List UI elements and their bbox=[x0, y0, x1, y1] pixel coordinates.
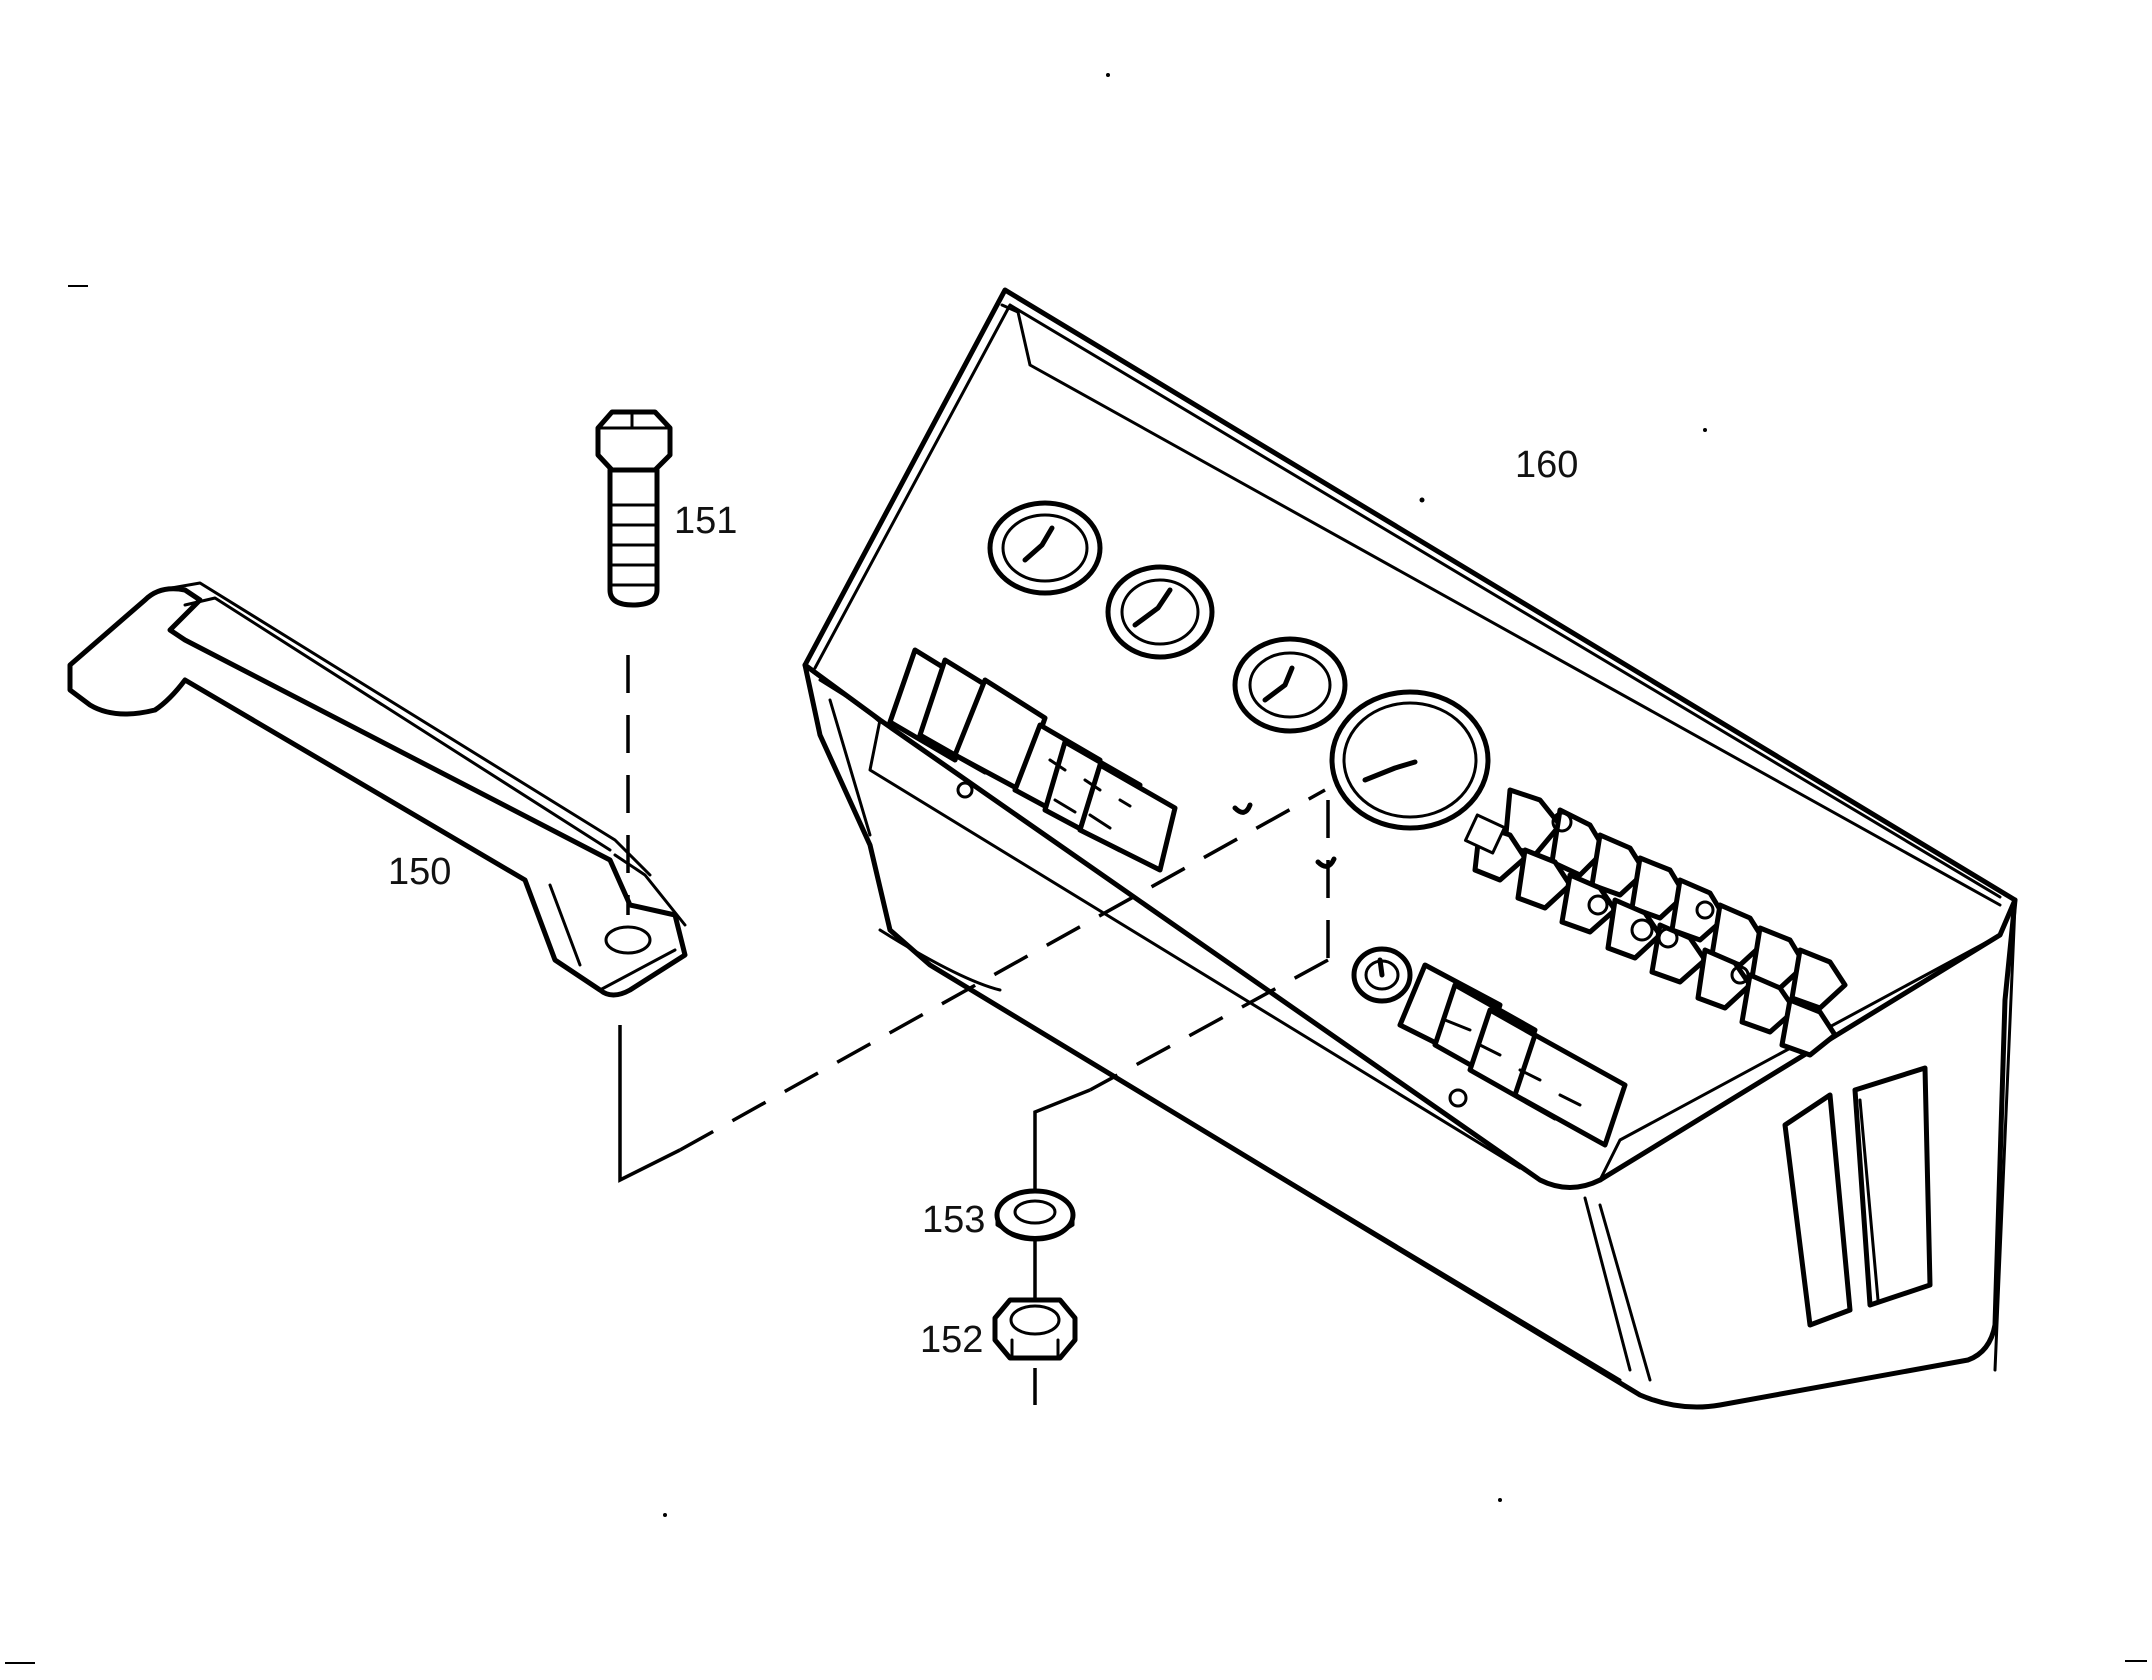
callout-152: 152 bbox=[920, 1319, 983, 1361]
bottom-switch-bank bbox=[1397, 962, 1628, 1148]
callout-150: 150 bbox=[388, 851, 451, 893]
instrument-console bbox=[802, 287, 2018, 1410]
left-switch-bank bbox=[887, 647, 1178, 873]
hex-nut bbox=[992, 1297, 1078, 1361]
gauge-large bbox=[1329, 689, 1491, 831]
scan-specks bbox=[5, 73, 2147, 1664]
callout-153: 153 bbox=[922, 1199, 985, 1241]
power-key-switch bbox=[1351, 946, 1413, 1004]
gauge-right bbox=[1232, 636, 1348, 734]
callout-151: 151 bbox=[674, 500, 737, 542]
grab-handle bbox=[67, 581, 688, 998]
hex-bolt bbox=[595, 409, 673, 608]
side-vent-slots bbox=[1782, 1065, 1933, 1328]
washer bbox=[994, 1188, 1076, 1242]
indicator-button-grid bbox=[1463, 787, 1848, 1058]
assembly-leader-lines bbox=[618, 655, 1330, 1405]
gauge-top-left bbox=[987, 500, 1103, 596]
callout-160: 160 bbox=[1515, 444, 1578, 486]
gauge-middle bbox=[1105, 564, 1215, 660]
